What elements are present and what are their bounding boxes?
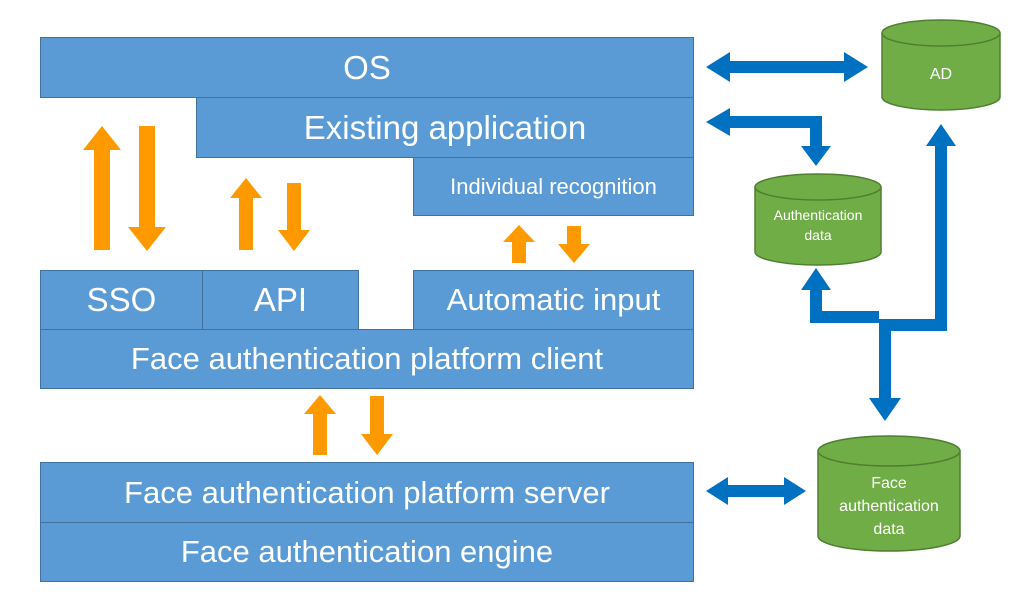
db-authentication-data (754, 173, 882, 266)
api-block: API (202, 270, 359, 330)
orange-up-arrow-auto (503, 225, 535, 263)
orange-down-arrow-auto (558, 226, 590, 263)
sso-block: SSO (40, 270, 203, 330)
blue-arrows (706, 52, 956, 505)
facedata-auth-ad-branch-arrow (801, 124, 956, 421)
os-block: OS (40, 37, 694, 98)
face-authentication-data-label: Face authentication data (839, 474, 939, 538)
ad-label: AD (929, 66, 953, 83)
server-facedata-double-arrow (706, 477, 806, 505)
db-ad (881, 19, 1001, 111)
orange-down-arrow-sso (128, 126, 166, 251)
app-authdata-elbow-arrow (706, 108, 831, 166)
platform-server-block: Face authentication platform server (40, 462, 694, 523)
orange-up-arrow-sso (83, 126, 121, 250)
automatic-input-block: Automatic input (413, 270, 694, 330)
orange-arrows (83, 126, 590, 455)
orange-up-arrow-server (304, 395, 336, 455)
os-ad-double-arrow (706, 52, 868, 82)
individual-recognition-block: Individual recognition (413, 157, 694, 216)
authentication-data-label: Authentication data (773, 207, 863, 243)
platform-client-block: Face authentication platform client (40, 329, 694, 389)
engine-block: Face authentication engine (40, 522, 694, 582)
db-face-authentication-data (817, 435, 961, 552)
orange-up-arrow-api (230, 178, 262, 250)
orange-down-arrow-server (361, 396, 393, 455)
orange-down-arrow-api (278, 183, 310, 251)
